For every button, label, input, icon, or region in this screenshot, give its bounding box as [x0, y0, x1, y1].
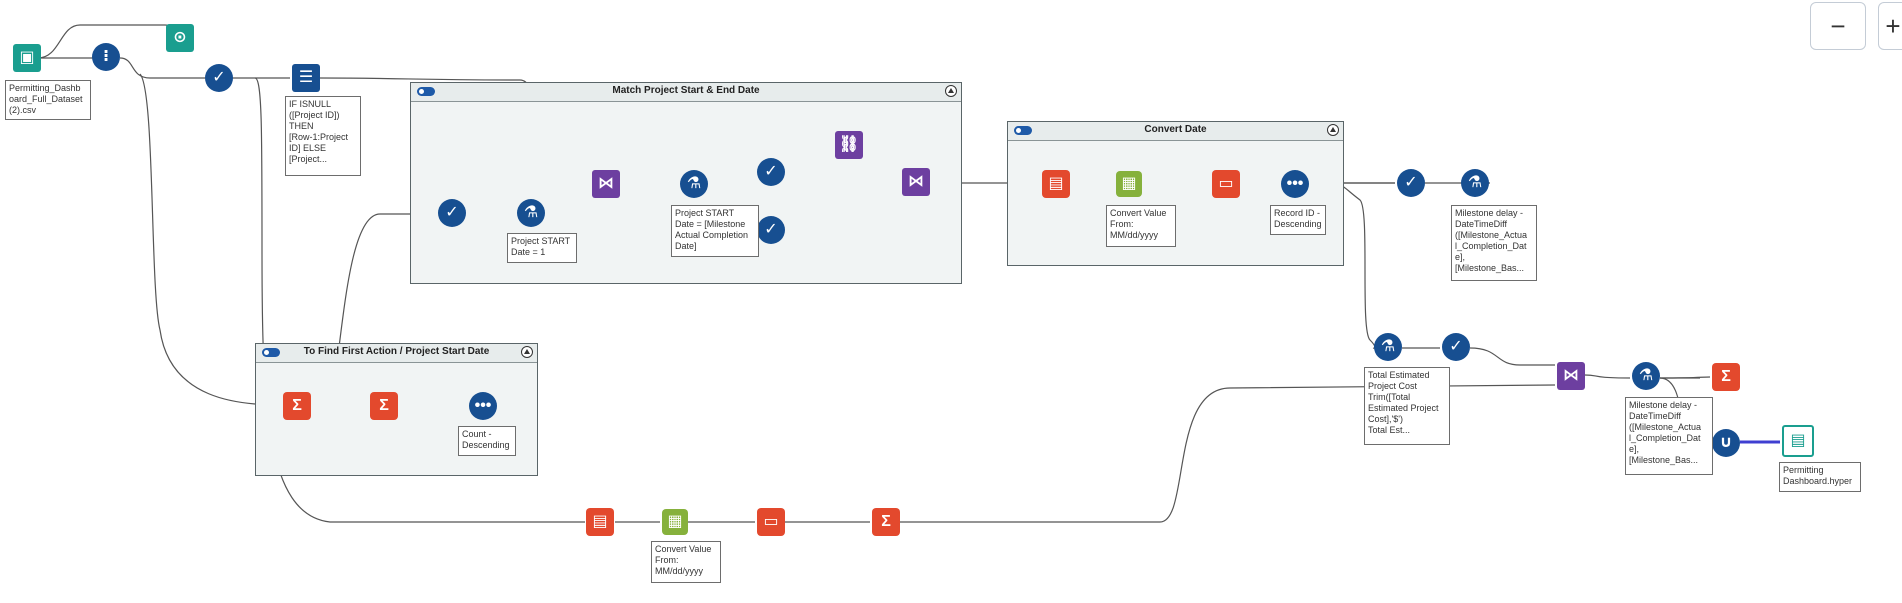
container-title: Match Project Start & End Date: [612, 85, 760, 96]
formula-tool-5[interactable]: ⚗: [1632, 362, 1660, 390]
annotation-milestone-delay-top: Milestone delay - DateTimeDiff ([Milesto…: [1451, 205, 1537, 281]
container-header[interactable]: Convert Date: [1008, 122, 1343, 141]
container-toggle[interactable]: [1014, 126, 1032, 135]
record-id-tool[interactable]: •••: [1281, 170, 1309, 198]
calendar-icon: ▦: [667, 513, 683, 530]
book-icon: ▣: [19, 49, 35, 66]
join-icon: ⋈: [598, 175, 614, 192]
sigma-icon: Σ: [881, 513, 891, 530]
annotation-convert-value: Convert Value From: MM/dd/yyyy: [1106, 205, 1176, 247]
summarize-tool-3[interactable]: Σ: [1712, 363, 1740, 391]
container-header[interactable]: Match Project Start & End Date: [411, 83, 961, 102]
annotation-convert-value-bottom: Convert Value From: MM/dd/yyyy: [651, 541, 721, 583]
summarize-tool-4[interactable]: Σ: [872, 508, 900, 536]
filter-check-icon: ✓: [212, 69, 226, 86]
browse-tool[interactable]: ⊙: [166, 24, 194, 52]
binoculars-icon: ⊙: [173, 29, 187, 46]
summarize-tool-2[interactable]: Σ: [370, 392, 398, 420]
record-icon: ▭: [763, 513, 779, 530]
select-records-tool[interactable]: ▭: [1212, 170, 1240, 198]
union-tool[interactable]: ∪: [1712, 429, 1740, 457]
sort-dots-icon: •••: [474, 397, 492, 414]
flask-icon: ⚗: [1467, 174, 1483, 191]
filter-check-icon: ✓: [1449, 338, 1463, 355]
columns-icon: ▤: [1048, 175, 1064, 192]
select-tool[interactable]: ⁝: [92, 43, 120, 71]
container-title: Convert Date: [1144, 124, 1207, 135]
text-to-columns-tool-2[interactable]: ▤: [586, 508, 614, 536]
annotation-multirow: IF ISNULL ([Project ID]) THEN [Row-1:Pro…: [285, 96, 361, 176]
collapse-icon[interactable]: [521, 346, 533, 358]
container-title: To Find First Action / Project Start Dat…: [303, 346, 490, 357]
container-toggle[interactable]: [262, 348, 280, 357]
join-tool-3[interactable]: ⋈: [1557, 362, 1585, 390]
filter-tool[interactable]: ✓: [205, 64, 233, 92]
sigma-icon: Σ: [379, 397, 389, 414]
filter-check-icon: ✓: [764, 221, 778, 238]
sigma-icon: Σ: [292, 397, 302, 414]
sigma-icon: Σ: [1721, 368, 1731, 385]
container-header[interactable]: To Find First Action / Project Start Dat…: [256, 344, 537, 363]
container-toggle[interactable]: [417, 87, 435, 96]
annotation-formula-start2: Project START Date = [Milestone Actual C…: [671, 205, 759, 257]
text-to-columns-tool[interactable]: ▤: [1042, 170, 1070, 198]
collapse-icon[interactable]: [1327, 124, 1339, 136]
filter-tool-3[interactable]: ✓: [757, 158, 785, 186]
formula-tool[interactable]: ⚗: [517, 199, 545, 227]
flask-icon: ⚗: [1380, 338, 1396, 355]
union-icon: ∪: [1719, 434, 1733, 451]
zoom-out-button[interactable]: −: [1810, 2, 1866, 50]
join-icon: ⋈: [1563, 367, 1579, 384]
calendar-icon: ▦: [1121, 175, 1137, 192]
formula-tool-4[interactable]: ⚗: [1374, 333, 1402, 361]
flask-icon: ⚗: [523, 204, 539, 221]
filter-check-icon: ✓: [1404, 174, 1418, 191]
multi-row-formula-tool[interactable]: ☰: [292, 64, 320, 92]
join-tool[interactable]: ⋈: [592, 170, 620, 198]
annotation-formula-start: Project START Date = 1: [507, 233, 577, 263]
sort-dots-icon: •••: [1286, 175, 1304, 192]
datetime-tool-2[interactable]: ▦: [662, 509, 688, 535]
summarize-tool[interactable]: Σ: [283, 392, 311, 420]
annotation-total-est: Total Estimated Project Cost Trim([Total…: [1364, 367, 1450, 445]
zoom-in-button[interactable]: +: [1878, 2, 1902, 50]
collapse-icon[interactable]: [945, 85, 957, 97]
annotation-input-file: Permitting_Dashb oard_Full_Dataset (2).c…: [5, 80, 91, 120]
flask-icon: ⚗: [686, 175, 702, 192]
annotation-record-id: Record ID - Descending: [1270, 205, 1326, 235]
filter-check-icon: ✓: [445, 204, 459, 221]
filter-tool-4[interactable]: ✓: [757, 216, 785, 244]
annotation-milestone-delay-bot: Milestone delay - DateTimeDiff ([Milesto…: [1625, 397, 1713, 475]
select-records-tool-2[interactable]: ▭: [757, 508, 785, 536]
columns-icon: ▤: [592, 513, 608, 530]
join-icon: ⋈: [908, 173, 924, 190]
filter-tool-6[interactable]: ✓: [1442, 333, 1470, 361]
find-replace-tool[interactable]: ⛓: [835, 131, 863, 159]
annotation-count-desc: Count - Descending: [458, 426, 516, 456]
select-dots-icon: ⁝: [102, 48, 110, 65]
filter-tool-5[interactable]: ✓: [1397, 169, 1425, 197]
input-data-tool[interactable]: ▣: [13, 44, 41, 72]
filter-check-icon: ✓: [764, 163, 778, 180]
formula-tool-3[interactable]: ⚗: [1461, 169, 1489, 197]
flask-icon: ⚗: [1638, 367, 1654, 384]
minus-icon: −: [1830, 10, 1846, 41]
formula-tool-2[interactable]: ⚗: [680, 170, 708, 198]
annotation-output-file: Permitting Dashboard.hyper: [1779, 462, 1861, 492]
output-icon: ▤: [1790, 432, 1806, 449]
chain-icon: ⛓: [838, 136, 860, 153]
record-icon: ▭: [1218, 175, 1234, 192]
datetime-tool[interactable]: ▦: [1116, 171, 1142, 197]
output-data-tool[interactable]: ▤: [1782, 425, 1814, 457]
multirow-icon: ☰: [298, 69, 314, 86]
sort-tool[interactable]: •••: [469, 392, 497, 420]
filter-tool-2[interactable]: ✓: [438, 199, 466, 227]
plus-icon: +: [1885, 10, 1901, 41]
join-tool-2[interactable]: ⋈: [902, 168, 930, 196]
